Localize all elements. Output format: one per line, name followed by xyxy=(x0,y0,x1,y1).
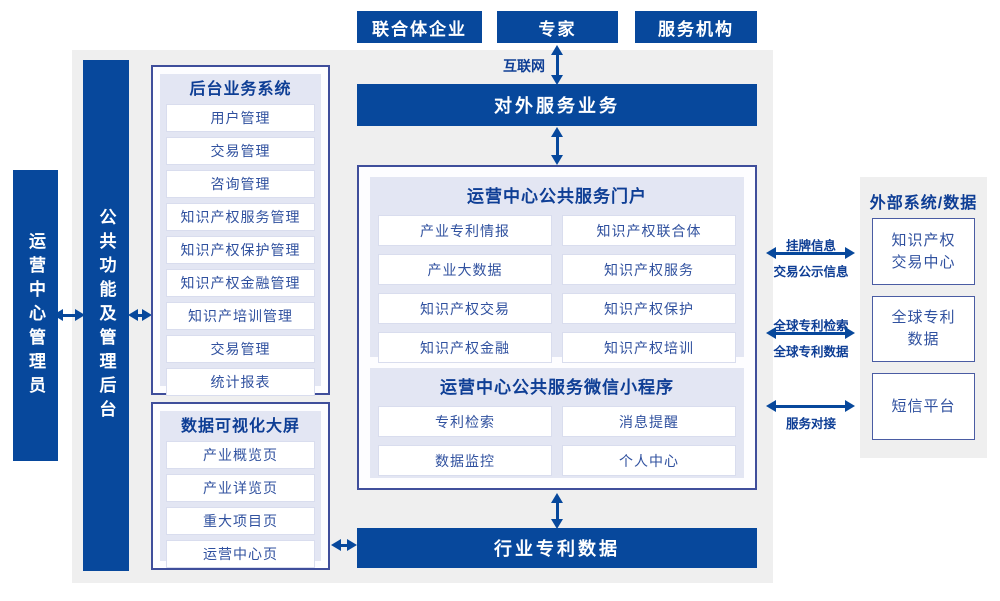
common-functions-mgmt-bar: 公共功能及管理后台 xyxy=(83,60,129,571)
public-service-portal-panel: 运营中心公共服务门户 产业专利情报 知识产权联合体 产业大数据 知识产权服务 知… xyxy=(370,177,744,363)
backstage-item: 知识产培训管理 xyxy=(166,302,315,330)
actor-box-service-organization: 服务机构 xyxy=(635,11,757,43)
portal-title: 运营中心公共服务门户 xyxy=(467,187,647,206)
external-system-box-sms-platform: 短信平台 xyxy=(872,373,975,440)
v-double-arrow-icon xyxy=(551,45,563,85)
external-systems-panel: 外部系统/数据 知识产权 交易中心 全球专利 数据 短信平台 xyxy=(860,177,987,458)
link-label-global-patent-data: 全球专利数据 xyxy=(773,345,849,359)
backstage-item: 知识产权金融管理 xyxy=(166,269,315,297)
h-double-arrow-icon xyxy=(766,327,855,339)
backstage-item: 咨询管理 xyxy=(166,170,315,198)
actor-box-consortium-enterprise: 联合体企业 xyxy=(357,11,482,43)
industry-patent-data-bar: 行业专利数据 xyxy=(357,528,757,568)
portal-item: 产业专利情报 xyxy=(378,215,552,246)
external-system-box-ip-trade-center: 知识产权 交易中心 xyxy=(872,218,975,285)
h-double-arrow-icon xyxy=(128,309,152,321)
backstage-system-title: 后台业务系统 xyxy=(189,81,292,98)
backstage-item: 统计报表 xyxy=(166,368,315,396)
backstage-system-inner: 后台业务系统 用户管理 交易管理 咨询管理 知识产权服务管理 知识产权保护管理 … xyxy=(160,74,321,396)
miniprogram-title: 运营中心公共服务微信小程序 xyxy=(440,378,674,397)
v-double-arrow-icon xyxy=(551,493,563,529)
portal-item: 知识产权联合体 xyxy=(562,215,736,246)
dashboard-item: 产业概览页 xyxy=(166,441,315,469)
actor-box-expert: 专家 xyxy=(497,11,618,43)
v-double-arrow-icon xyxy=(551,127,563,165)
dashboard-item: 重大项目页 xyxy=(166,507,315,535)
miniprogram-item: 数据监控 xyxy=(378,445,552,476)
miniprogram-item-grid: 专利检索 消息提醒 数据监控 个人中心 xyxy=(378,406,736,476)
backstage-item-list: 用户管理 交易管理 咨询管理 知识产权服务管理 知识产权保护管理 知识产权金融管… xyxy=(166,104,315,396)
portal-item: 产业大数据 xyxy=(378,254,552,285)
link-label-trade-publicity: 交易公示信息 xyxy=(773,265,849,279)
external-system-box-global-patent-data: 全球专利 数据 xyxy=(872,296,975,362)
link-label-global-patent-search: 全球专利检索 xyxy=(773,319,849,333)
operation-center-admin-bar: 运营中心管理员 xyxy=(13,170,58,461)
backstage-system-section: 后台业务系统 用户管理 交易管理 咨询管理 知识产权服务管理 知识产权保护管理 … xyxy=(151,65,330,396)
portal-item: 知识产权服务 xyxy=(562,254,736,285)
data-visualization-inner: 数据可视化大屏 产业概览页 产业详览页 重大项目页 运营中心页 xyxy=(160,411,321,568)
wechat-miniprogram-panel: 运营中心公共服务微信小程序 专利检索 消息提醒 数据监控 个人中心 xyxy=(370,368,744,478)
dashboard-item: 运营中心页 xyxy=(166,540,315,568)
backstage-item: 交易管理 xyxy=(166,335,315,363)
dashboard-item: 产业详览页 xyxy=(166,474,315,502)
link-label-service-connect: 服务对接 xyxy=(785,417,836,431)
portal-item: 知识产权交易 xyxy=(378,293,552,324)
data-visualization-section: 数据可视化大屏 产业概览页 产业详览页 重大项目页 运营中心页 xyxy=(151,402,330,570)
external-service-bar: 对外服务业务 xyxy=(357,84,757,126)
backstage-item: 用户管理 xyxy=(166,104,315,132)
backstage-item: 知识产权保护管理 xyxy=(166,236,315,264)
external-systems-title: 外部系统/数据 xyxy=(869,195,978,212)
miniprogram-item: 个人中心 xyxy=(562,445,736,476)
h-double-arrow-icon xyxy=(53,309,85,321)
portal-item-grid: 产业专利情报 知识产权联合体 产业大数据 知识产权服务 知识产权交易 知识产权保… xyxy=(378,215,736,363)
portal-item: 知识产权保护 xyxy=(562,293,736,324)
h-double-arrow-icon xyxy=(331,539,357,551)
portal-item: 知识产权金融 xyxy=(378,332,552,363)
h-double-arrow-icon xyxy=(766,400,855,412)
link-label-listing-info: 挂牌信息 xyxy=(785,239,836,253)
backstage-item: 知识产权服务管理 xyxy=(166,203,315,231)
miniprogram-item: 消息提醒 xyxy=(562,406,736,437)
miniprogram-item: 专利检索 xyxy=(378,406,552,437)
data-visualization-title: 数据可视化大屏 xyxy=(180,418,300,435)
internet-label: 互联网 xyxy=(503,58,545,74)
backstage-item: 交易管理 xyxy=(166,137,315,165)
dashboard-item-list: 产业概览页 产业详览页 重大项目页 运营中心页 xyxy=(166,441,315,568)
center-services-section: 运营中心公共服务门户 产业专利情报 知识产权联合体 产业大数据 知识产权服务 知… xyxy=(357,165,757,490)
portal-item: 知识产权培训 xyxy=(562,332,736,363)
h-double-arrow-icon xyxy=(766,247,855,259)
